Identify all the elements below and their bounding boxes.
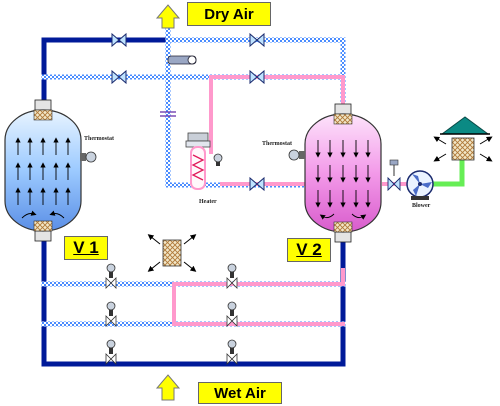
wet-air-label: Wet Air [198,382,282,404]
check-valve [167,55,197,65]
wet-air-in-arrow [155,374,181,401]
valves [111,32,265,192]
thermostat-v1-label: Thermostat [84,136,114,142]
v2-label: V 2 [287,238,331,262]
dry-air-out-arrow [155,4,181,29]
thermostat-v2-icon [288,149,305,161]
switching-valves [105,263,238,365]
blower-icon [406,170,434,200]
v2-flow-arrows [315,140,371,220]
intake-filter-icon [433,116,493,162]
blower-label: Blower [412,203,431,209]
green-pipe [432,160,465,187]
v1-label: V 1 [64,236,108,260]
orifice-icon [160,111,176,117]
heater-label: Heater [199,199,217,205]
dark-pipes [41,37,346,367]
blower-valve-icon [387,159,401,192]
thermostat-v2-label: Thermostat [262,141,292,147]
v1-flow-arrows [15,137,71,219]
dry-air-label: Dry Air [187,2,271,26]
thermostat-v1-icon [80,151,97,163]
exhaust-filter-icon [147,234,197,272]
heater-icon [185,132,223,190]
